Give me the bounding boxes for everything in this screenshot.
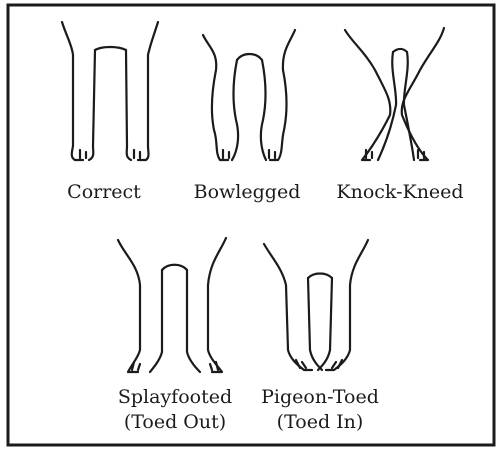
label-bowlegged: Bowlegged	[194, 181, 301, 203]
splayfooted-legs-drawing	[118, 238, 226, 372]
label-splayfooted-line1: Splayfooted	[118, 386, 232, 408]
label-pigeon-toed-line2: (Toed In)	[277, 411, 364, 433]
label-correct: Correct	[67, 181, 141, 203]
label-splayfooted-line2: (Toed Out)	[124, 411, 226, 433]
knock-kneed-legs-drawing	[345, 28, 444, 160]
bowlegged-legs-drawing	[203, 30, 295, 160]
correct-legs-drawing	[62, 22, 158, 160]
pigeon-toed-legs-drawing	[264, 240, 368, 370]
diagram-border	[8, 5, 494, 445]
label-knock-kneed: Knock-Kneed	[336, 181, 463, 203]
label-pigeon-toed-line1: Pigeon-Toed	[261, 386, 379, 408]
